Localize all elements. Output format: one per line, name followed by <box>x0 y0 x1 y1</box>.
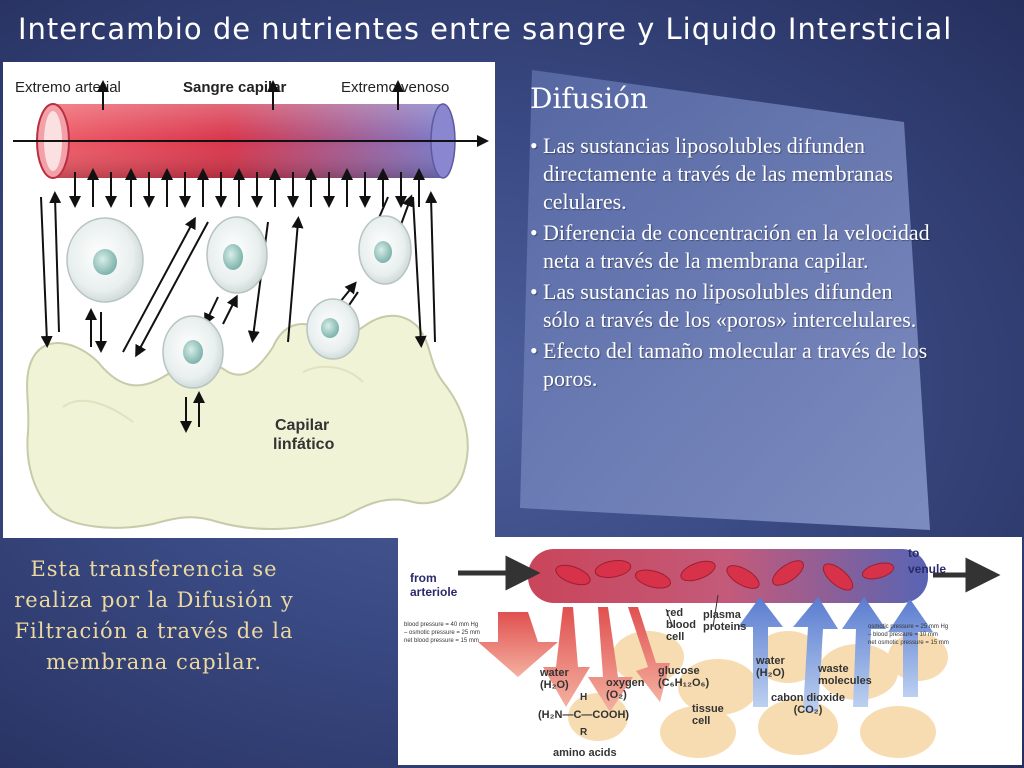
inflow-arrows <box>738 597 933 712</box>
tissue-cells <box>66 215 412 389</box>
outflow-arrows <box>478 607 670 712</box>
label-plasma-proteins: plasma proteins <box>703 609 747 633</box>
label-sangre-capilar: Sangre capilar <box>183 79 287 96</box>
bullet-item: •Diferencia de concentración en la veloc… <box>530 220 930 273</box>
pressure-left-box: blood pressure = 40 mm Hg – osmotic pres… <box>404 622 480 644</box>
amino-h: H <box>580 692 588 703</box>
label-red-blood-cell: red blood cell <box>666 607 696 643</box>
label-waste-molecules: waste molecules <box>818 663 872 687</box>
capillary-exchange-diagram: Extremo arterial Sangre capilar Extremo … <box>3 62 495 538</box>
amino-r: R <box>580 727 588 738</box>
label-extremo-arterial: Extremo arterial <box>15 79 121 96</box>
amino-formula: (H₂N—C—COOH) <box>538 709 630 721</box>
label-extremo-venoso: Extremo venoso <box>341 79 449 96</box>
from-arteriole-label: from arteriole <box>410 571 458 599</box>
transfer-caption: Esta transferencia se realiza por la Dif… <box>14 557 294 674</box>
slide-title: Intercambio de nutrientes entre sangre y… <box>18 12 953 46</box>
label-water-right: water (H₂O) <box>756 655 785 679</box>
lymphatic-capillary-shape <box>26 314 469 530</box>
to-venule-label: to venule <box>908 546 947 576</box>
label-water-left: water (H₂O) <box>540 667 569 691</box>
label-amino-acids: amino acids <box>553 747 617 759</box>
label-tissue-cell: tissue cell <box>692 703 724 727</box>
label-glucose: glucose (C₆H₁₂O₆) <box>658 665 710 689</box>
bullet-item: •Las sustancias liposolubles difunden di… <box>530 133 894 214</box>
red-blood-cells <box>555 560 895 591</box>
difusion-panel <box>520 70 932 530</box>
bullet-item: •Las sustancias no liposolubles difunden… <box>530 279 917 332</box>
difusion-heading: Difusión <box>530 82 649 115</box>
label-carbon-dioxide: cabon dioxide (CO₂) <box>771 692 845 716</box>
exchange-arrows <box>40 80 438 433</box>
bullet-item: •Efecto del tamaño molecular a través de… <box>530 338 928 391</box>
label-linfatico: linfático <box>273 436 335 453</box>
filtration-diagram: from arteriole to venule blood pressure … <box>398 537 1022 765</box>
difusion-bullet-list: •Las sustancias liposolubles difunden di… <box>530 132 930 396</box>
label-capilar: Capilar <box>275 417 329 434</box>
label-oxygen: oxygen (O₂) <box>606 677 645 701</box>
pressure-right-box: osmotic pressure = 25 mm Hg – blood pres… <box>868 624 949 646</box>
